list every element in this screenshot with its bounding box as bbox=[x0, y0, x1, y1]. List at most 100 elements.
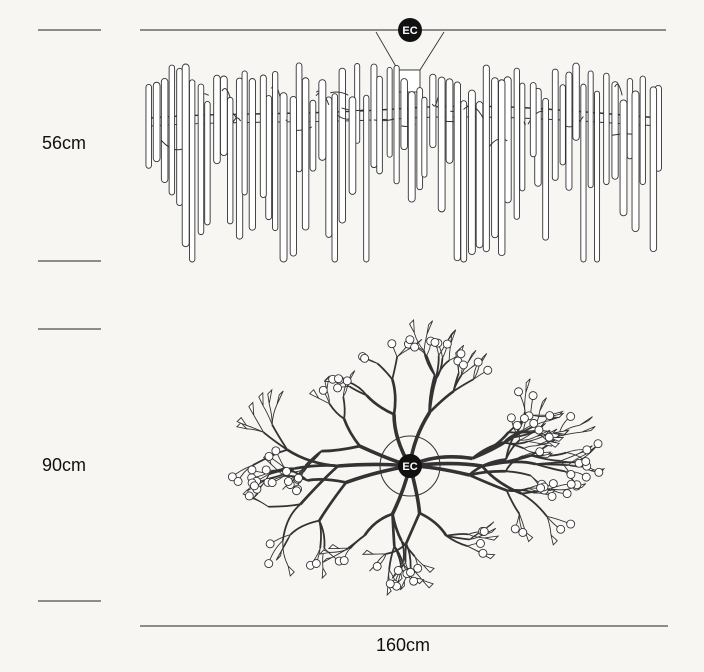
top-branch bbox=[400, 540, 405, 561]
crystal-leaf bbox=[276, 390, 284, 405]
glass-rod bbox=[559, 84, 566, 166]
ec-badge-side: EC bbox=[398, 18, 422, 42]
glass-ball bbox=[547, 491, 557, 501]
glass-ball bbox=[512, 420, 522, 430]
glass-ball bbox=[528, 391, 538, 401]
crystal-leaf bbox=[276, 550, 282, 560]
top-branch bbox=[299, 464, 339, 506]
glass-rod bbox=[197, 83, 205, 236]
glass-ball bbox=[293, 473, 303, 483]
glass-ball bbox=[544, 432, 554, 442]
top-branch bbox=[342, 396, 346, 419]
glass-ball bbox=[267, 478, 277, 488]
glass-rod bbox=[338, 67, 346, 224]
glass-rod bbox=[565, 71, 573, 191]
top-branch bbox=[365, 394, 395, 416]
glass-rod bbox=[491, 77, 499, 239]
glass-ball bbox=[593, 439, 603, 449]
top-branch bbox=[523, 455, 538, 458]
glass-rod bbox=[587, 70, 594, 189]
top-branch bbox=[281, 534, 291, 552]
glass-rod bbox=[272, 71, 279, 232]
crystal-leaf bbox=[426, 320, 434, 335]
glass-ball bbox=[483, 365, 493, 375]
glass-ball bbox=[581, 472, 591, 482]
glass-ball bbox=[514, 387, 523, 397]
chandelier-side-view bbox=[145, 31, 662, 263]
glass-rod bbox=[421, 96, 428, 178]
glass-ball bbox=[406, 567, 415, 577]
top-branch bbox=[321, 444, 361, 453]
glass-ball bbox=[265, 539, 275, 549]
top-branch bbox=[414, 556, 424, 566]
top-branch bbox=[262, 405, 273, 425]
glass-ball bbox=[413, 563, 423, 573]
crystal-leaf bbox=[318, 549, 332, 555]
top-branch bbox=[546, 516, 552, 536]
top-branch bbox=[363, 512, 393, 537]
glass-rod bbox=[213, 74, 221, 165]
glass-ball bbox=[318, 385, 328, 395]
top-branch bbox=[246, 424, 264, 433]
glass-ball bbox=[566, 519, 576, 529]
glass-rod bbox=[348, 96, 357, 195]
side-twig bbox=[488, 138, 508, 148]
top-branch bbox=[391, 513, 396, 547]
width-label: 160cm bbox=[376, 635, 431, 655]
crystal-leaf bbox=[235, 422, 249, 430]
glass-rod bbox=[407, 91, 416, 203]
glass-rod bbox=[309, 99, 317, 172]
top-branch bbox=[523, 445, 537, 449]
crystal-leaf bbox=[550, 533, 558, 546]
top-branch bbox=[253, 415, 264, 433]
glass-ball bbox=[334, 374, 343, 384]
glass-ball bbox=[264, 559, 274, 569]
top-branch bbox=[505, 432, 518, 460]
glass-rod bbox=[219, 75, 228, 157]
top-branch bbox=[268, 503, 301, 508]
glass-ball bbox=[264, 451, 274, 461]
crystal-leaf bbox=[525, 378, 531, 393]
crystal-leaf bbox=[258, 391, 264, 406]
glass-ball bbox=[360, 353, 370, 363]
top-branch bbox=[302, 450, 322, 473]
top-branch bbox=[480, 465, 523, 495]
glass-rod bbox=[453, 81, 461, 262]
crystal-leaf bbox=[327, 543, 341, 549]
crystal-leaf bbox=[322, 557, 332, 563]
glass-rod bbox=[498, 79, 506, 257]
side-twig bbox=[614, 83, 623, 96]
glass-ball bbox=[545, 411, 555, 421]
top-branch bbox=[446, 533, 469, 537]
glass-ball bbox=[249, 481, 259, 491]
glass-rod bbox=[241, 70, 248, 196]
crystal-leaf bbox=[536, 429, 551, 437]
glass-ball bbox=[410, 342, 420, 352]
glass-ball bbox=[409, 576, 419, 586]
glass-ball bbox=[534, 425, 544, 435]
glass-rod bbox=[468, 89, 476, 256]
glass-ball bbox=[519, 413, 529, 423]
top-branch bbox=[268, 403, 273, 425]
glass-rod bbox=[189, 79, 196, 263]
glass-ball bbox=[510, 524, 520, 534]
crystal-leaf bbox=[287, 564, 295, 577]
crystal-leaf bbox=[467, 350, 477, 364]
glass-ball bbox=[261, 465, 271, 475]
glass-ball bbox=[227, 472, 237, 482]
crystal-leaf bbox=[361, 549, 375, 555]
glass-ball bbox=[430, 337, 440, 347]
glass-ball bbox=[311, 559, 321, 568]
glass-ball bbox=[479, 527, 489, 536]
top-branch bbox=[505, 470, 532, 477]
top-branch bbox=[468, 458, 507, 476]
top-branch bbox=[271, 424, 289, 451]
glass-ball bbox=[566, 412, 576, 421]
top-branch bbox=[453, 378, 475, 393]
glass-rod bbox=[152, 81, 161, 163]
glass-rod bbox=[181, 63, 190, 248]
crystal-leaf bbox=[445, 329, 456, 344]
glass-ball bbox=[333, 383, 343, 393]
glass-ball bbox=[247, 465, 257, 475]
